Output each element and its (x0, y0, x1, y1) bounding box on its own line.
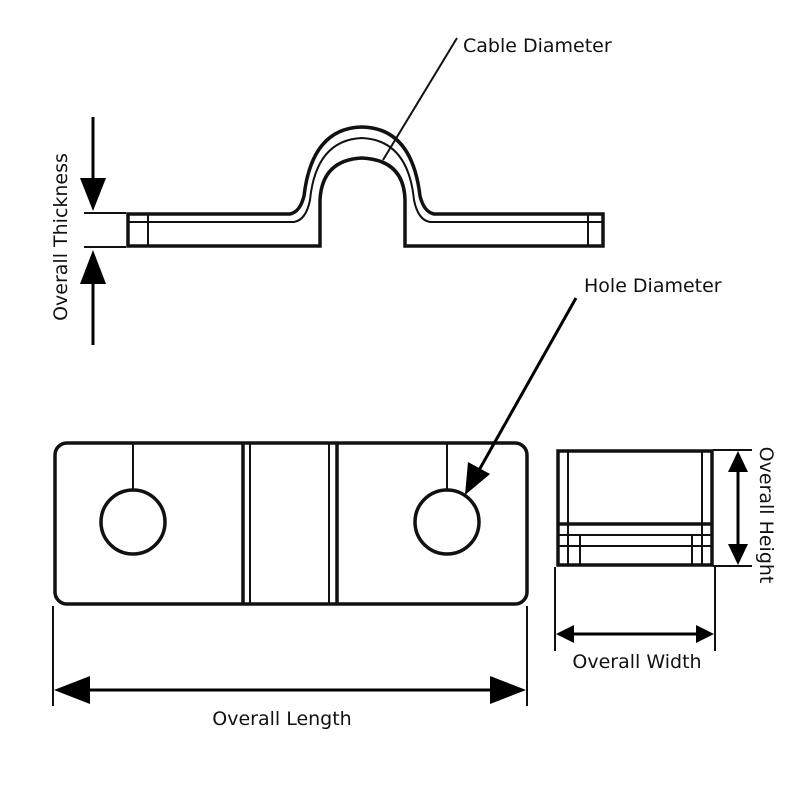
arrow-right-icon (696, 625, 714, 643)
profile-outer-outline (126, 125, 605, 248)
thickness-dimension: Overall Thickness (50, 117, 126, 345)
width-dimension: Overall Width (554, 567, 716, 673)
profile-inner-line (128, 136, 603, 223)
cable-diameter-leader (382, 37, 458, 161)
arrow-down-icon (728, 544, 748, 565)
overall-length-label: Overall Length (212, 708, 351, 730)
arrow-right-icon (490, 676, 526, 704)
arrow-left-icon (556, 625, 574, 643)
arrow-down-icon (80, 178, 106, 211)
height-dimension: Overall Height (713, 447, 777, 584)
cable-diameter-label: Cable Diameter (463, 35, 612, 57)
overall-thickness-label: Overall Thickness (50, 153, 72, 321)
arrow-up-icon (728, 451, 748, 472)
hole-diameter-callout: Hole Diameter (465, 275, 722, 495)
hole-diameter-leader (476, 297, 578, 473)
overall-height-label: Overall Height (755, 447, 777, 584)
overall-width-label: Overall Width (572, 651, 701, 673)
mounting-hole-left (99, 488, 167, 556)
arrow-left-icon (54, 676, 90, 704)
mounting-hole-right (413, 488, 481, 556)
side-view (556, 449, 714, 567)
profile-view (126, 125, 605, 248)
front-outline (53, 441, 529, 606)
arrow-up-icon (80, 250, 106, 284)
arrow-icon (465, 462, 490, 495)
length-dimension: Overall Length (52, 606, 528, 730)
side-outline (556, 449, 714, 567)
hole-diameter-label: Hole Diameter (584, 275, 722, 297)
cable-diameter-callout: Cable Diameter (382, 35, 612, 161)
front-view (53, 441, 529, 606)
